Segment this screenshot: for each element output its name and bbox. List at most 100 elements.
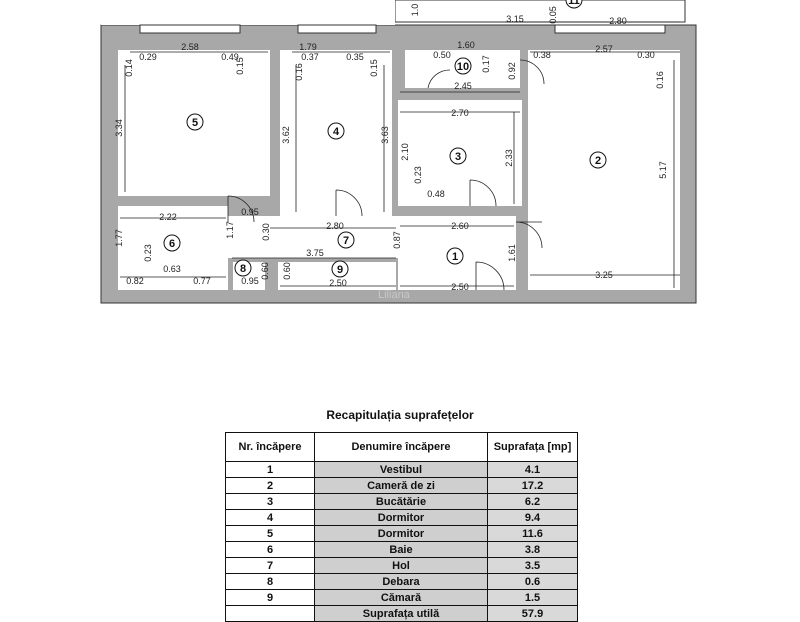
cell-area: 11.6 bbox=[487, 525, 578, 542]
dimension-label: 0.15 bbox=[369, 59, 379, 77]
dimension-label: 0.30 bbox=[637, 50, 655, 60]
svg-text:11: 11 bbox=[568, 0, 580, 7]
dimension-label: 1.0 bbox=[410, 4, 420, 17]
cell-area: 3.8 bbox=[487, 541, 578, 558]
svg-text:10: 10 bbox=[457, 61, 469, 73]
cell-area: 17.2 bbox=[487, 477, 578, 494]
dimension-label: 0.50 bbox=[433, 50, 451, 60]
top-blank bbox=[101, 0, 395, 25]
dimension-label: 2.57 bbox=[595, 44, 613, 54]
dimension-label: 3.15 bbox=[506, 14, 524, 24]
cell-name: Dormitor bbox=[314, 525, 488, 542]
dimension-label: 2.50 bbox=[329, 278, 347, 288]
cell-name: Vestibul bbox=[314, 461, 488, 478]
dimension-label: 0.17 bbox=[481, 55, 491, 73]
room-number-9: 9 bbox=[331, 260, 349, 278]
cell-name: Cămară bbox=[314, 589, 488, 606]
room-number-1: 1 bbox=[446, 247, 464, 265]
dimension-label: 1.79 bbox=[299, 42, 317, 52]
balcony bbox=[394, 0, 686, 23]
dimension-label: 0.38 bbox=[533, 50, 551, 60]
dimension-label: 5.17 bbox=[658, 161, 668, 179]
cell-nr: 4 bbox=[225, 509, 315, 526]
dimension-label: 0.05 bbox=[548, 6, 558, 24]
svg-text:2: 2 bbox=[595, 155, 601, 167]
room-number-6: 6 bbox=[163, 234, 181, 252]
room-2-area bbox=[528, 50, 680, 290]
dimension-label: 2.70 bbox=[451, 108, 469, 118]
dimension-label: 1.60 bbox=[457, 40, 475, 50]
windows bbox=[139, 24, 666, 34]
cell-nr: 7 bbox=[225, 557, 315, 574]
dimension-label: 1.77 bbox=[114, 229, 124, 247]
cell-area: 4.1 bbox=[487, 461, 578, 478]
dimension-label: 0.23 bbox=[143, 244, 153, 262]
header-name: Denumire încăpere bbox=[314, 432, 488, 462]
room-number-2: 2 bbox=[589, 151, 607, 169]
dimension-label: 3.25 bbox=[595, 270, 613, 280]
dimension-label: 3.62 bbox=[281, 126, 291, 144]
dimension-label: 2.22 bbox=[159, 212, 177, 222]
room-number-11: 11 bbox=[565, 0, 583, 9]
svg-text:8: 8 bbox=[240, 263, 246, 275]
cell-area: 57.9 bbox=[487, 605, 578, 622]
dimension-label: 2.58 bbox=[181, 42, 199, 52]
cell-name: Bucătărie bbox=[314, 493, 488, 510]
dimension-label: 0.60 bbox=[260, 262, 270, 280]
door-swings bbox=[227, 0, 545, 291]
dimension-label: 0.95 bbox=[241, 207, 259, 217]
dimension-label: 2.45 bbox=[454, 81, 472, 91]
dimension-label: 0.35 bbox=[346, 52, 364, 62]
dimension-label: 0.30 bbox=[261, 223, 271, 241]
dimension-label: 2.50 bbox=[451, 282, 469, 292]
dimension-label: 0.16 bbox=[294, 63, 304, 81]
dimension-label: 0.16 bbox=[655, 71, 665, 89]
dimension-label: 0.14 bbox=[124, 59, 134, 77]
cell-nr: 2 bbox=[225, 477, 315, 494]
svg-text:6: 6 bbox=[169, 238, 175, 250]
svg-text:3: 3 bbox=[455, 151, 461, 163]
cell-nr: 5 bbox=[225, 525, 315, 542]
dimension-label: 2.33 bbox=[504, 149, 514, 167]
room-number-7: 7 bbox=[337, 231, 355, 249]
room-number-10: 10 bbox=[454, 57, 472, 75]
cell-nr: 8 bbox=[225, 573, 315, 590]
room-number-3: 3 bbox=[449, 147, 467, 165]
cell-area: 0.6 bbox=[487, 573, 578, 590]
dimension-label: 3.63 bbox=[380, 126, 390, 144]
cell-name: Suprafața utilă bbox=[314, 605, 488, 622]
cell-name: Debara bbox=[314, 573, 488, 590]
svg-text:9: 9 bbox=[337, 264, 343, 276]
cell-area: 3.5 bbox=[487, 557, 578, 574]
surface-table: Nr. încăpere Denumire încăpere Suprafața… bbox=[225, 432, 578, 622]
dimension-label: 0.23 bbox=[413, 166, 423, 184]
dimension-label: 0.77 bbox=[193, 276, 211, 286]
cell-nr: 1 bbox=[225, 461, 315, 478]
room-7-area bbox=[228, 216, 398, 258]
dimension-label: 0.15 bbox=[235, 57, 245, 75]
cell-nr: 6 bbox=[225, 541, 315, 558]
svg-text:5: 5 bbox=[192, 117, 198, 129]
table-title: Recapitulația suprafețelor bbox=[326, 408, 474, 422]
cell-name: Hol bbox=[314, 557, 488, 574]
dimension-label: 3.34 bbox=[114, 119, 124, 137]
dimension-label: 2.80 bbox=[326, 221, 344, 231]
svg-text:1: 1 bbox=[452, 251, 458, 263]
dimension-label: 0.95 bbox=[241, 276, 259, 286]
dimension-label: 0.29 bbox=[139, 52, 157, 62]
dimension-label: 0.82 bbox=[126, 276, 144, 286]
dimension-label: 3.75 bbox=[306, 248, 324, 258]
cell-area: 1.5 bbox=[487, 589, 578, 606]
cell-name: Dormitor bbox=[314, 509, 488, 526]
